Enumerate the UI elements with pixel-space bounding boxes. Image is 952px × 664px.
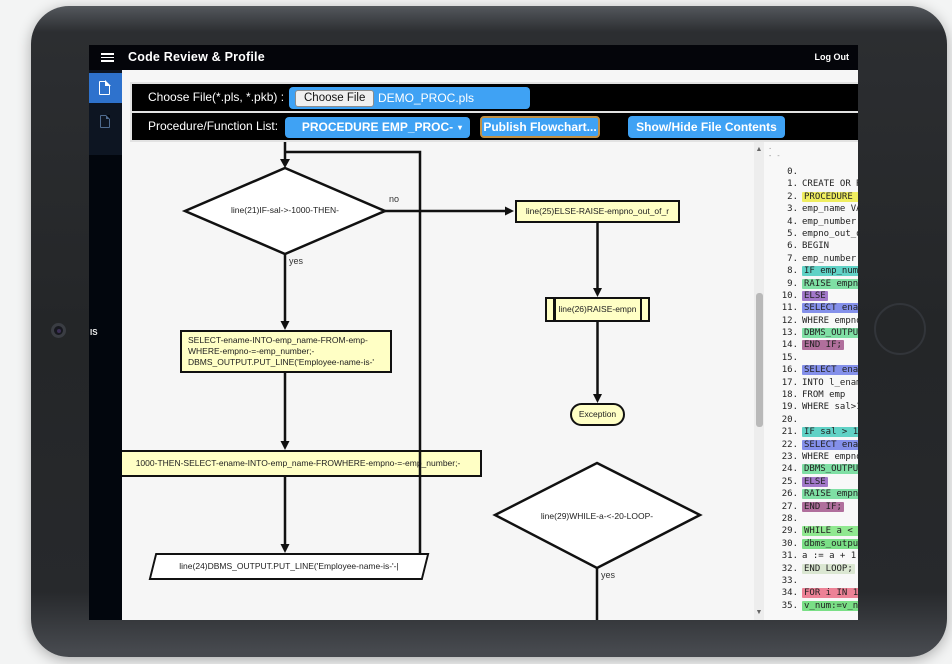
- flowchart-decision-if-label: line(21)IF-sal->-1000-THEN-: [231, 205, 339, 215]
- sidebar-item-file-2[interactable]: [89, 110, 122, 136]
- toolbar-row-file: Choose File(*.pls, *.pkb) : Choose File …: [132, 84, 858, 111]
- selected-file-name: DEMO_PROC.pls: [378, 91, 475, 105]
- code-line: 21.IF sal > 1000 T: [774, 426, 858, 438]
- code-line: 28.: [781, 513, 798, 524]
- code-line: 1.CREATE OR REPLA: [787, 179, 858, 190]
- flowchart-node-else-raise: line(25)ELSE-RAISE-empno_out_of_r: [515, 200, 680, 223]
- tablet-frame: Code Review & Profile Log Out IS Choose …: [31, 6, 947, 657]
- code-line: 0.: [787, 167, 798, 177]
- flowchart-node-putline-io: line(24)DBMS_OUTPUT.PUT_LINE('Employee-n…: [148, 553, 430, 580]
- file-contents-panel: . - - 0. 1.CREATE OR REPLA 2.PROCEDURE E…: [764, 142, 858, 620]
- flowchart-canvas: line(25)ELSE-RAISE-empno_out_of_r line(2…: [122, 142, 721, 620]
- edge-label-no: no: [389, 194, 400, 204]
- sidebar-item-file-1[interactable]: [89, 73, 122, 103]
- choose-file-button[interactable]: Choose File: [295, 89, 375, 107]
- code-line: 4.emp_number INTE: [787, 216, 857, 227]
- code-line: 33.: [781, 575, 798, 586]
- code-line: 24.DBMS_OUTPUT.PUT: [774, 463, 858, 475]
- code-line: 20.: [781, 414, 798, 425]
- flowchart-node-then-select: 1000-THEN-SELECT-ename-INTO-emp_name-FRO…: [122, 450, 482, 477]
- code-line: 16.SELECT ename, s: [774, 364, 858, 376]
- code-line: 35.v_num:=v_num+1;: [774, 600, 858, 612]
- code-line: 29.WHILE a < 20 LO: [774, 525, 858, 537]
- code-top-marks: . - -: [768, 143, 781, 160]
- logout-button[interactable]: Log Out: [814, 52, 850, 62]
- show-hide-contents-button[interactable]: Show/Hide File Contents: [628, 115, 785, 138]
- scroll-up-icon[interactable]: ▲: [755, 146, 763, 153]
- choose-file-label: Choose File(*.pls, *.pkb) :: [148, 90, 285, 104]
- code-line: 27.END IF;: [781, 501, 844, 512]
- page-title: Code Review & Profile: [128, 50, 265, 64]
- code-line: 15.: [781, 352, 798, 363]
- code-line: 31.a := a + 1;: [781, 551, 858, 562]
- hamburger-icon[interactable]: [101, 53, 114, 62]
- code-line: 6.BEGIN: [787, 241, 830, 252]
- code-line: 10.ELSE: [781, 290, 828, 301]
- flowchart-node-select: SELECT-ename-INTO-emp_name-FROM-emp- WHE…: [180, 330, 392, 373]
- procedure-list-label: Procedure/Function List:: [148, 119, 279, 133]
- publish-flowchart-button[interactable]: Publish Flowchart...: [480, 115, 600, 138]
- toolbar-divider: [132, 111, 858, 113]
- sidebar: IS: [89, 70, 122, 620]
- code-line: 34.FOR i IN 1..v_n: [774, 587, 858, 599]
- edge-label-yes: yes: [289, 256, 304, 266]
- code-line: 5.empno_out_of_ra: [787, 228, 858, 239]
- code-line: 19.WHERE sal>1000;: [781, 402, 858, 413]
- code-line: 2.PROCEDURE EMP_P: [774, 191, 858, 203]
- code-line: 9.RAISE empno_out: [774, 278, 858, 290]
- code-line-list: 0. 1.CREATE OR REPLA 2.PROCEDURE EMP_P 3…: [774, 166, 858, 612]
- toolbar-panel: Choose File(*.pls, *.pkb) : Choose File …: [130, 82, 858, 142]
- main-content: Choose File(*.pls, *.pkb) : Choose File …: [122, 70, 858, 620]
- code-line: 7.emp_number :=: [787, 253, 857, 264]
- code-line: 18.FROM emp: [781, 390, 846, 401]
- file-input[interactable]: Choose File DEMO_PROC.pls: [289, 87, 530, 109]
- code-line: 12.WHERE empno = e: [781, 315, 858, 326]
- clipped-background-text: IS: [90, 328, 98, 337]
- scroll-down-icon[interactable]: ▼: [755, 609, 763, 616]
- code-line: 13.DBMS_OUTPUT.PUT: [774, 327, 858, 339]
- camera-icon: [51, 323, 66, 338]
- app-screen: Code Review & Profile Log Out IS Choose …: [89, 45, 858, 620]
- code-line: 8.IF emp_number >: [774, 265, 858, 277]
- procedure-select-value: PROCEDURE EMP_PROC-: [301, 119, 454, 134]
- code-line: 30.dbms_output.put: [774, 538, 858, 550]
- flowchart-decision-while-label: line(29)WHILE-a-<-20-LOOP-: [540, 511, 654, 521]
- scrollbar-thumb[interactable]: [755, 293, 763, 427]
- document-icon: [100, 114, 111, 128]
- code-line: 23.WHERE empno = e: [781, 451, 858, 462]
- flowchart-vertical-scrollbar[interactable]: ▲ ▼: [754, 142, 764, 620]
- code-line: 14.END IF;: [781, 340, 844, 351]
- document-icon: [99, 80, 111, 95]
- home-button-ring: [874, 303, 926, 355]
- code-line: 26.RAISE empno_out: [774, 488, 858, 500]
- procedure-select[interactable]: PROCEDURE EMP_PROC- ▾: [285, 116, 470, 138]
- code-line: 22.SELECT ename IN: [774, 439, 858, 451]
- chevron-down-icon: ▾: [457, 122, 462, 132]
- flowchart-node-exception: Exception: [570, 403, 625, 426]
- edge-label-yes: yes: [601, 570, 616, 580]
- app-header: Code Review & Profile Log Out: [89, 45, 858, 70]
- code-line: 11.SELECT ename IN: [774, 302, 858, 314]
- code-line: 17.INTO l_ename, l: [781, 377, 858, 388]
- toolbar-row-procedure: Procedure/Function List: PROCEDURE EMP_P…: [132, 113, 858, 140]
- flowchart-node-raise-subprocess: line(26)RAISE-empn: [545, 297, 650, 322]
- code-line: 3.emp_name VARCHA: [787, 204, 858, 215]
- code-line: 32.END LOOP;: [781, 563, 855, 574]
- code-line: 25.ELSE: [781, 476, 828, 487]
